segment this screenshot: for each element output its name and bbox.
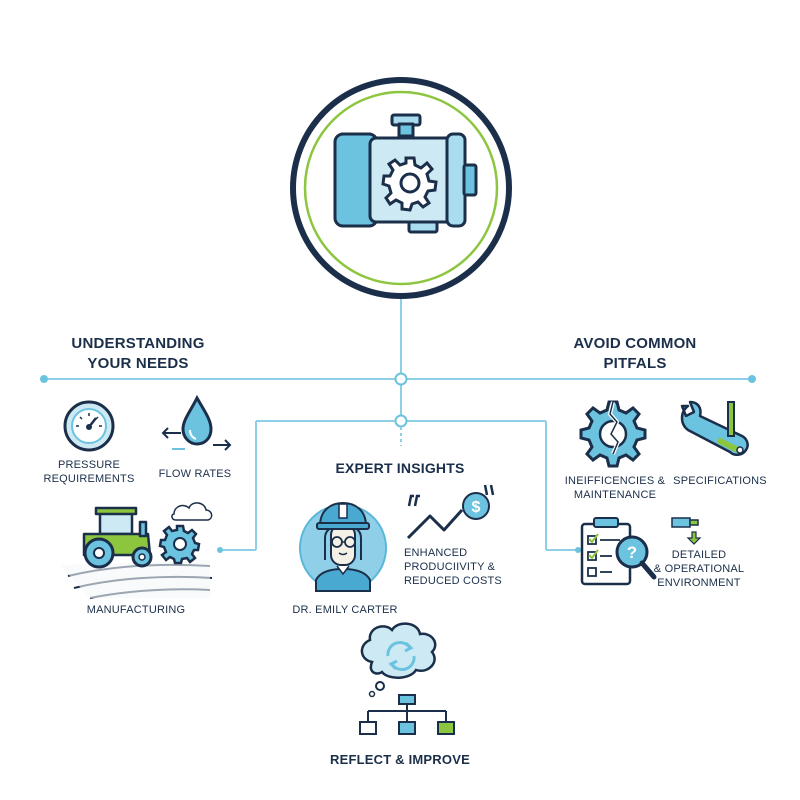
detailed-label-line1: DETAILED (671, 549, 727, 561)
manufacturing-label: MANUFACTURING (86, 604, 186, 616)
insight-line2: PRODUCIIVITY & (404, 561, 496, 573)
left-section-title: UNDERSTANDING YOUR NEEDS (58, 334, 218, 374)
detailed-label: DETAILED & OPERATIONAL ENVIRONMENT (640, 548, 758, 590)
pressure-label: PRESSURE REQUIREMENTS (34, 458, 144, 486)
detailed-label-line2: & OPERATIONAL (653, 563, 745, 575)
right-title-line2: PITFALS (603, 355, 667, 372)
reflect-improve-label: REFLECT & IMPROVE (330, 752, 470, 767)
svg-text:?: ? (627, 543, 637, 562)
inefficiencies-label-line2: MAINTENANCE (573, 489, 657, 501)
svg-text:$: $ (472, 499, 481, 516)
insight-text: ENHANCED PRODUCIIVITY & REDUCED COSTS (404, 546, 514, 588)
detailed-label-line3: ENVIRONMENT (657, 577, 741, 589)
specifications-label: SPECIFICATIONS (673, 475, 767, 487)
pressure-label-line2: REQUIREMENTS (43, 473, 135, 485)
pressure-label-line1: PRESSURE (57, 459, 121, 471)
expert-insights-title: EXPERT INSIGHTS (335, 460, 465, 476)
right-section-title: AVOID COMMON PITFALS (565, 334, 705, 374)
insight-line1: ENHANCED (404, 547, 468, 559)
right-title-line1: AVOID COMMON (573, 335, 697, 352)
left-title-line1: UNDERSTANDING (71, 335, 205, 352)
inefficiencies-label-line1: INEIFFICENCIES & (564, 475, 666, 487)
insight-line3: REDUCED COSTS (404, 575, 502, 587)
flow-rates-label: FLOW RATES (158, 468, 232, 480)
expert-name: DR. EMILY CARTER (292, 604, 398, 616)
left-title-line2: YOUR NEEDS (87, 355, 189, 372)
inefficiencies-label: INEIFFICENCIES & MAINTENANCE (560, 474, 670, 502)
